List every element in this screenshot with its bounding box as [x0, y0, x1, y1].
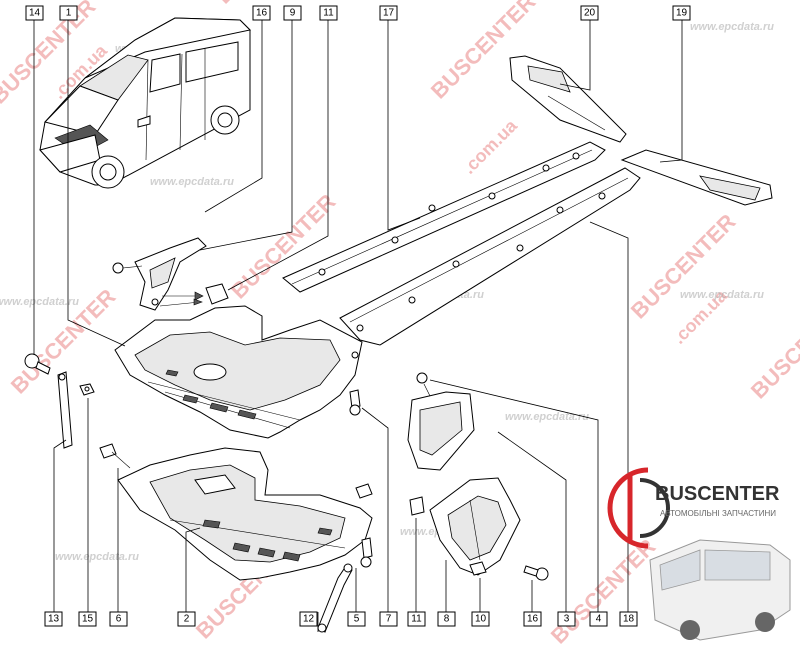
- callout-14: 14: [25, 5, 44, 21]
- callout-5: 5: [347, 611, 366, 627]
- shield-3: [429, 477, 521, 576]
- callout-7: 7: [379, 611, 398, 627]
- callout-label: 14: [29, 8, 41, 19]
- callout-label: 15: [82, 614, 94, 625]
- brand-name: BUSCENTER: [655, 483, 780, 505]
- callout-10: 10: [471, 611, 490, 627]
- watermark-buscenter: BUSCENTER: [546, 534, 661, 649]
- watermark-epcdata: www.epcdata.ru: [505, 411, 589, 423]
- strap-12: [317, 563, 353, 633]
- callout-label: 8: [444, 614, 450, 625]
- watermark-com-ua: .com.ua: [459, 115, 522, 178]
- shield-4: [407, 372, 475, 471]
- engine-undertray-1: [114, 305, 363, 439]
- callout-19: 19: [672, 5, 691, 21]
- rod-13: [57, 371, 73, 449]
- callout-16-bottom: 16: [523, 611, 542, 627]
- watermark-epcdata: www.epcdata.ru: [150, 176, 234, 188]
- callout-label: 9: [290, 8, 296, 19]
- callout-label: 11: [323, 8, 334, 19]
- callout-11-bottom: 11: [407, 611, 426, 627]
- clip-5: [355, 483, 373, 568]
- watermark-epcdata: www.epcdata.ru: [680, 289, 764, 301]
- callout-label: 3: [564, 614, 570, 625]
- callout-9: 9: [283, 5, 302, 21]
- sill-panel-17: [282, 141, 606, 293]
- callout-1: 1: [59, 5, 78, 21]
- clip-10: [469, 561, 487, 576]
- callout-8: 8: [437, 611, 456, 627]
- callout-17: 17: [379, 5, 398, 21]
- callout-label: 13: [48, 614, 60, 625]
- callout-label: 2: [184, 614, 190, 625]
- callout-label: 11: [411, 614, 422, 625]
- callout-11-top: 11: [319, 5, 338, 21]
- bolt-7: [349, 389, 361, 416]
- callout-label: 1: [66, 8, 72, 19]
- callout-label: 7: [386, 614, 392, 625]
- lower-undertray-2: [117, 447, 373, 581]
- callout-18: 18: [619, 611, 638, 627]
- sill-panel-18: [339, 167, 641, 346]
- callout-label: 12: [303, 614, 315, 625]
- callout-label: 20: [584, 8, 596, 19]
- van-illustration: [39, 17, 252, 189]
- callout-label: 16: [527, 614, 539, 625]
- bracket-9: [112, 237, 207, 311]
- callout-15: 15: [78, 611, 97, 627]
- watermark-buscenter: BUSCENTER: [746, 289, 800, 404]
- buscenter-logo: BUSCENTER АВТОМОБІЛЬНІ ЗАПЧАСТИНИ: [607, 467, 780, 549]
- callout-16-top: 16: [252, 5, 271, 21]
- clip-11-bottom: [409, 496, 425, 516]
- watermark-epcdata: www.epcdata.ru: [690, 21, 774, 33]
- clip-6: [99, 443, 131, 469]
- watermark-epcdata: www.epcdata.ru: [55, 551, 139, 563]
- rear-bracket-19: [620, 149, 773, 206]
- bolt-14: [24, 353, 51, 375]
- callout-6: 6: [109, 611, 128, 627]
- leader-lines: [33, 20, 683, 632]
- callout-label: 19: [676, 8, 688, 19]
- clip-11-top: [159, 283, 229, 307]
- callout-label: 18: [623, 614, 635, 625]
- callout-3: 3: [557, 611, 576, 627]
- callout-2: 2: [177, 611, 196, 627]
- callout-13: 13: [44, 611, 63, 627]
- callout-label: 6: [116, 614, 122, 625]
- bolt-16: [523, 565, 549, 581]
- watermark-epcdata: www.epcdata.ru: [0, 296, 79, 308]
- callout-label: 10: [475, 614, 487, 625]
- brand-subtitle: АВТОМОБІЛЬНІ ЗАПЧАСТИНИ: [660, 509, 776, 518]
- callout-4: 4: [589, 611, 608, 627]
- minibus-image: [649, 539, 791, 641]
- callout-20: 20: [580, 5, 599, 21]
- rear-bracket-20: [509, 55, 627, 143]
- callout-12: 12: [299, 611, 318, 627]
- nut-15: [79, 383, 95, 396]
- watermark-buscenter: BUSCENTER: [226, 189, 341, 304]
- callout-label: 4: [596, 614, 602, 625]
- callout-label: 16: [256, 8, 268, 19]
- callout-label: 17: [383, 8, 395, 19]
- callout-label: 5: [354, 614, 360, 625]
